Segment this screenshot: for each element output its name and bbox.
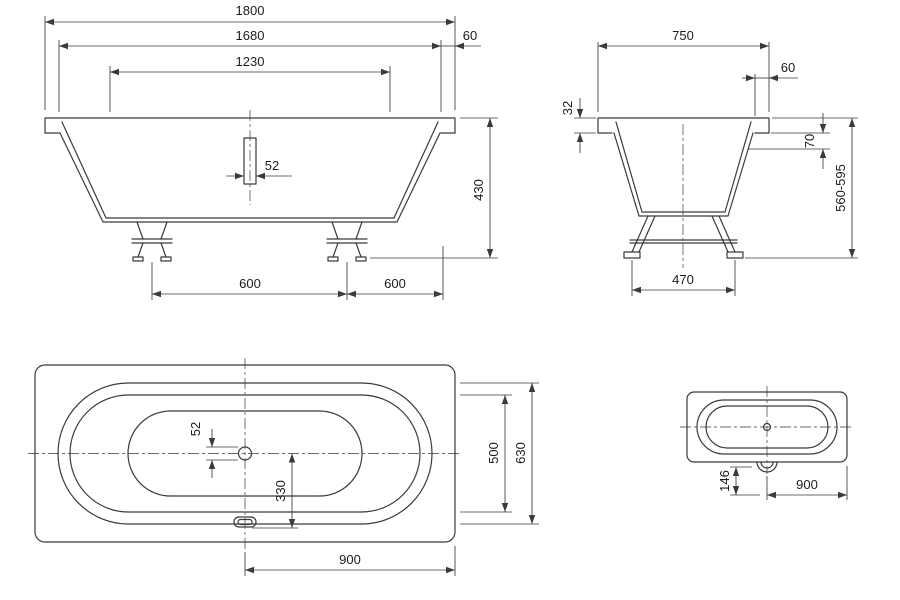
dim-label-edge-offset-front: 60	[463, 28, 477, 43]
plan-rim-stadiums	[57, 382, 433, 525]
front-foot-left	[131, 221, 173, 262]
dim-label-rim-length: 1680	[236, 28, 265, 43]
dim-label-outer-width: 630	[513, 442, 528, 464]
side-tub-outline	[597, 117, 770, 217]
dim-label-overall-width: 750	[672, 28, 694, 43]
dim-label-overflow-offset: 146	[717, 470, 732, 492]
dim-label-inner-width: 500	[486, 442, 501, 464]
dim-label-drain-diameter: 52	[188, 422, 203, 436]
dim-label-foot-span: 470	[672, 272, 694, 287]
dim-label-overall-length: 1800	[236, 3, 265, 18]
dim-label-foot-span-right: 600	[384, 276, 406, 291]
plan-view: 52 330 500 630 900	[28, 358, 539, 576]
detail-dimension-lines	[730, 466, 848, 500]
detail-drain-hole	[762, 422, 772, 432]
side-view: 750 60 32 70 560-595 470	[560, 28, 858, 296]
front-dimension-lines	[44, 16, 498, 300]
dim-label-half-length: 900	[339, 552, 361, 567]
dim-label-drain-width: 52	[265, 158, 279, 173]
detail-overflow	[756, 461, 778, 473]
dim-label-inner-length: 1230	[236, 54, 265, 69]
front-foot-right	[326, 221, 368, 262]
plan-dimension-lines	[206, 382, 539, 576]
dim-label-total-height: 560-595	[833, 164, 848, 212]
detail-rim-stadiums	[696, 399, 838, 455]
dim-label-drain-offset: 330	[273, 480, 288, 502]
side-dimension-lines	[574, 42, 858, 296]
plan-overflow-detail	[233, 516, 257, 528]
dim-label-rim-height: 32	[560, 101, 575, 115]
front-view: 1800 1680 60 1230 52 430 600 600	[44, 3, 498, 300]
dim-label-foot-span-left: 600	[239, 276, 261, 291]
side-foot-assembly	[623, 215, 744, 259]
dim-label-detail-half-length: 900	[796, 477, 818, 492]
dim-label-depth: 430	[471, 179, 486, 201]
dim-label-edge-offset-side: 60	[781, 60, 795, 75]
dim-label-apron-height: 70	[802, 134, 817, 148]
detail-view: 146 900	[680, 386, 854, 500]
plan-drain-hole	[237, 446, 253, 461]
